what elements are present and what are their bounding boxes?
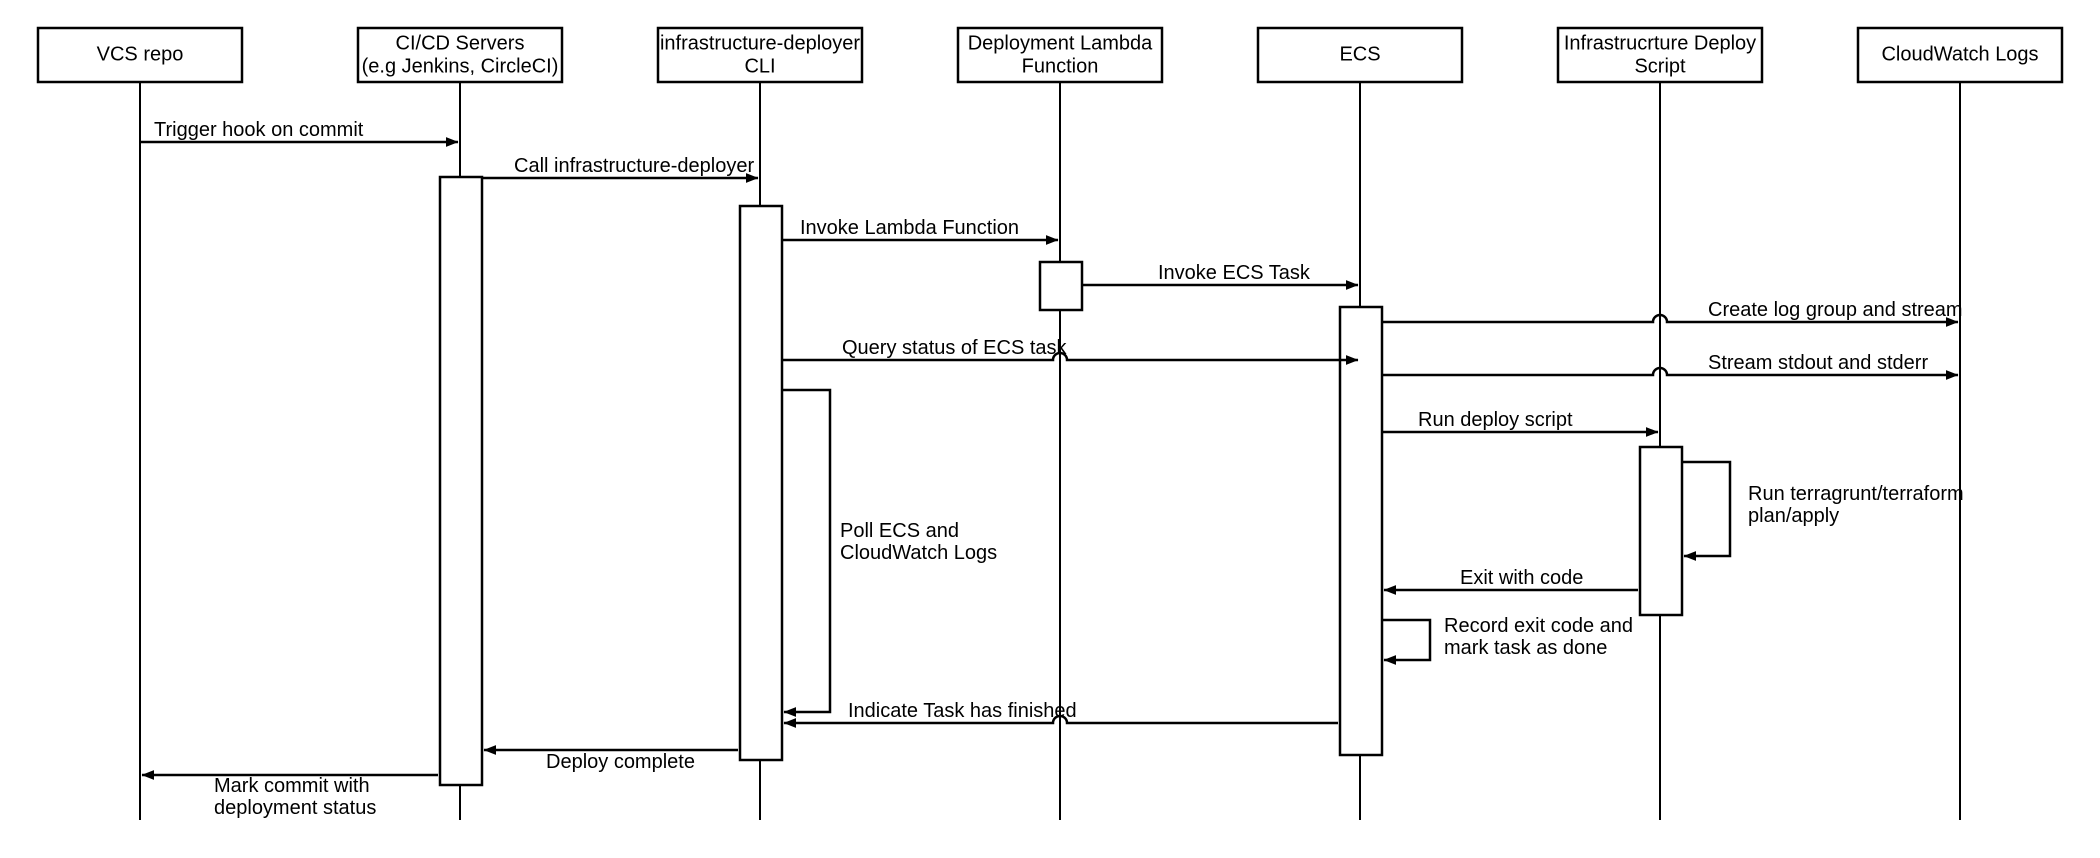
message-m9: Exit with code [1383,567,1638,595]
message-m8: Run deploy script [1382,409,1659,437]
message-label: Run deploy script [1418,409,1573,431]
message-label: Trigger hook on commit [154,119,364,141]
message-m1: Trigger hook on commit [140,119,459,147]
self-message-label: Run terragrunt/terraform [1748,483,1964,505]
self-message-loop [782,388,832,717]
participant-vcs[interactable]: VCS repo [36,26,244,84]
message-m6: Query status of ECS task [782,337,1359,365]
activation-bar-cicd [438,175,484,787]
self-message-loop [1682,460,1732,561]
message-m4: Invoke ECS Task [1082,262,1359,290]
participant-ecs[interactable]: ECS [1256,26,1464,84]
activation-bar-lambda [1038,260,1084,312]
message-m3: Invoke Lambda Function [782,217,1059,245]
message-m2: Call infrastructure-deployer [482,155,759,183]
participant-logs[interactable]: CloudWatch Logs [1856,26,2064,84]
self-message-loop [1382,618,1432,665]
self-message-label: mark task as done [1444,637,1607,659]
participant-label: Script [1634,55,1686,77]
participant-box [36,26,244,84]
message-label: Call infrastructure-deployer [514,155,754,177]
participant-box [956,26,1164,84]
message-m7: Stream stdout and stderr [1382,352,1959,380]
message-m11: Deploy complete [483,745,738,773]
message-arrow [783,714,1338,728]
participant-box [356,26,564,84]
message-label: Mark commit with [214,775,370,797]
message-m5: Create log group and stream [1382,299,1963,327]
message-arrow [782,351,1359,365]
participant-box [1856,26,2064,84]
activation-bar-ecs [1338,305,1384,757]
participant-label: CI/CD Servers [396,32,525,54]
participant-box [1556,26,1764,84]
participant-label: Infrastrucrture Deploy [1564,32,1756,54]
message-arrow [1382,366,1959,380]
self-message-label: plan/apply [1748,505,1839,527]
participant-label: infrastructure-deployer [660,32,860,54]
participant-label: CLI [744,55,775,77]
participant-box [656,26,864,84]
message-label: deployment status [214,797,376,819]
self-message-label: CloudWatch Logs [840,542,997,564]
message-label: Invoke ECS Task [1158,262,1311,284]
self-message-label: Record exit code and [1444,615,1633,637]
activation-bar-cli [738,204,784,762]
message-label: Indicate Task has finished [848,700,1077,722]
participant-box [1256,26,1464,84]
message-label: Deploy complete [546,751,695,773]
participant-label: Function [1022,55,1099,77]
participant-cicd[interactable]: CI/CD Servers(e.g Jenkins, CircleCI) [356,26,564,84]
message-label: Exit with code [1460,567,1583,589]
message-label: Query status of ECS task [842,337,1068,359]
message-arrow [1382,313,1959,327]
message-label: Stream stdout and stderr [1708,352,1928,374]
message-label: Create log group and stream [1708,299,1963,321]
activation-bars-group [438,175,1684,787]
participant-label: Deployment Lambda [968,32,1153,54]
participant-label: CloudWatch Logs [1881,43,2038,65]
self-message-label: Poll ECS and [840,520,959,542]
participant-boxes-group: VCS repo CI/CD Servers(e.g Jenkins, Circl… [36,26,2064,84]
participant-label: VCS repo [97,43,184,65]
activation-bar-script [1638,445,1684,617]
participant-label: ECS [1339,43,1380,65]
message-label: Invoke Lambda Function [800,217,1019,239]
participant-label: (e.g Jenkins, CircleCI) [362,55,559,77]
message-m10: Indicate Task has finished [783,700,1338,728]
